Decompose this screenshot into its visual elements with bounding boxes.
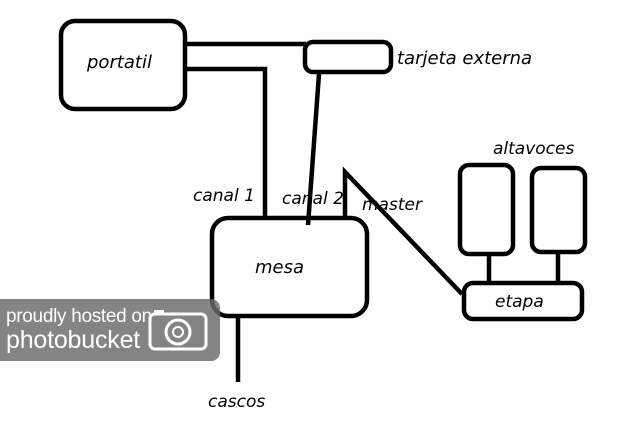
portatil-label: portatil xyxy=(86,52,152,73)
altavoz-right-box xyxy=(529,165,588,255)
altavoz-left-box xyxy=(457,162,516,257)
watermark-line-1: proudly hosted on xyxy=(6,306,152,327)
altavoces-label: altavoces xyxy=(493,139,574,159)
mesa-box xyxy=(209,215,370,319)
watermark-line-2: photobucket xyxy=(6,326,141,354)
photobucket-watermark: proudly hosted on photobucket xyxy=(0,299,220,361)
portatil-box xyxy=(58,18,188,112)
wire-canal-1 xyxy=(186,66,268,218)
mesa-label: mesa xyxy=(255,257,304,278)
canal-1-label: canal 1 xyxy=(193,186,255,206)
tarjeta-externa-label: tarjeta externa xyxy=(397,48,532,69)
master-label: master xyxy=(362,195,423,215)
camera-icon xyxy=(148,310,208,351)
canal-2-label: canal 2 xyxy=(282,189,344,209)
wire-master xyxy=(342,166,464,296)
etapa-box xyxy=(461,280,585,322)
cascos-label: cascos xyxy=(208,392,265,412)
etapa-label: etapa xyxy=(495,292,544,312)
wire-canal-2 xyxy=(305,73,322,226)
tarjeta-externa-box xyxy=(302,39,394,75)
